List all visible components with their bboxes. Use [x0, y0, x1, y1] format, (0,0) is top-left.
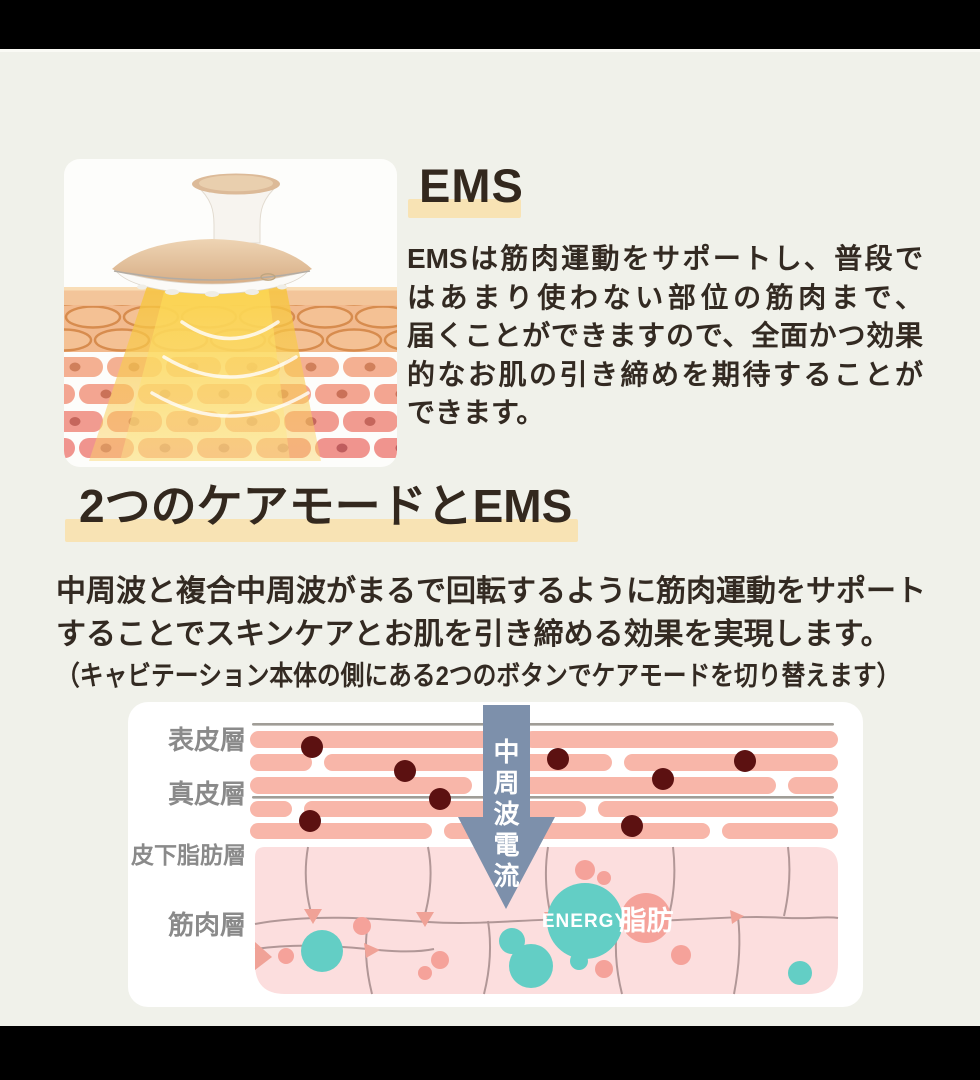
label-muscle: 筋肉層: [167, 910, 246, 940]
letterbox-top: [0, 0, 980, 49]
blood-dots: [299, 736, 756, 837]
energy-particles-teal: [301, 883, 812, 988]
care-section-body: 中周波と複合中周波がまるで回転するように筋肉運動をサポート することでスキンケア…: [56, 570, 946, 694]
arrow-label-mid-frequency-current: 中周波電流: [490, 738, 520, 893]
ems-body-line: 的なお肌の引き締めを期待することが: [407, 358, 923, 390]
device-skin-illustration: [64, 159, 397, 467]
skin-diagram-panel: 表皮層 真皮層 皮下脂肪層 筋肉層 中周波電流 ENERGY 脂肪: [128, 702, 863, 1007]
fat-particles-pink: [278, 860, 691, 980]
wave-arcs: [150, 320, 310, 418]
care-body-line: することでスキンケアとお肌を引き締める効果を実現します。: [56, 618, 891, 651]
ems-section-title: EMS: [419, 159, 524, 212]
ems-body-line: 届くことができますので、全面かつ効果: [407, 320, 923, 351]
care-title-highlight: [65, 519, 578, 542]
skin-diagram-art: [250, 705, 839, 995]
label-dermis: 真皮層: [167, 779, 246, 809]
energy-bubble-label: ENERGY: [541, 911, 629, 932]
ems-body-line: はあまり使わない部位の筋肉まで、: [407, 281, 923, 313]
fat-bubble-label: 脂肪: [619, 906, 674, 936]
label-epidermis: 表皮層: [167, 725, 246, 755]
letterbox-bottom: [0, 1026, 980, 1080]
ems-section-body: EMSは筋肉運動をサポートし、普段で はあまり使わない部位の筋肉まで、 届くこと…: [407, 240, 923, 433]
ems-body-line: できます。: [407, 397, 545, 428]
care-section-note: （キャビテーション本体の側にある2つのボタンでケアモードを切り替えます）: [56, 661, 901, 691]
ems-title-highlight: [408, 199, 521, 218]
page-background: EMS EMSは筋肉運動をサポートし、普段で はあまり使わない部位の筋肉まで、 …: [0, 49, 980, 1026]
ems-body-line: EMSは筋肉運動をサポートし、普段で: [407, 243, 923, 274]
ultrasound-beam: [89, 277, 321, 461]
care-section-title: 2つのケアモードとEMS: [79, 480, 573, 532]
care-body-line: 中周波と複合中周波がまるで回転するように筋肉運動をサポート: [56, 575, 926, 608]
cavitation-device: [112, 173, 312, 297]
label-subcutaneous-fat: 皮下脂肪層: [131, 842, 246, 868]
fat-muscle-layer: [254, 846, 839, 995]
current-arrow: [458, 705, 555, 909]
